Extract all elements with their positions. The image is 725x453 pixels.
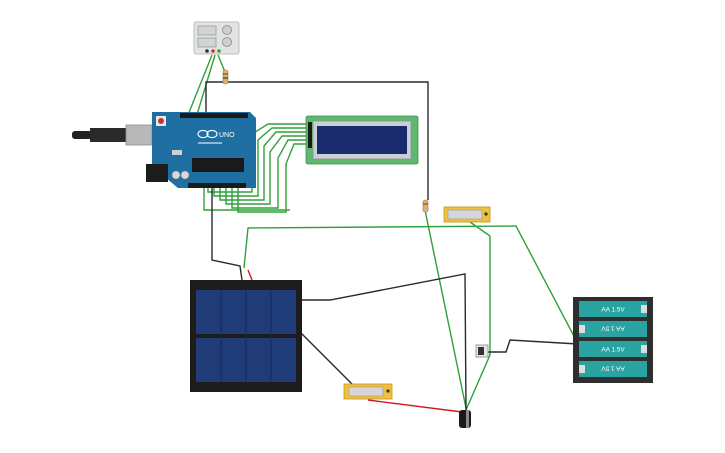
wire-top-loop[interactable] [243, 225, 577, 341]
battery-cell: AA 1.5V [579, 301, 647, 317]
wire-lcd-bus-6[interactable] [237, 143, 308, 213]
capacitor-1 [171, 170, 181, 180]
analog-header[interactable] [188, 183, 246, 188]
battery-pack[interactable]: AA 1.5V AA 1.5V AA 1.5V AA 1.5V [573, 297, 653, 383]
wire-ground-arduino-to-panel[interactable] [211, 188, 243, 281]
wire-resistor-to-capacitor[interactable] [424, 209, 467, 409]
wire-ground-top[interactable] [205, 81, 429, 200]
digital-header[interactable] [180, 113, 248, 118]
wire-power-panel[interactable] [247, 269, 253, 281]
wire-arduino-left-bus[interactable] [203, 188, 290, 211]
multimeter-knob-bottom[interactable] [222, 37, 232, 47]
wire-lcd-bus-3[interactable] [219, 131, 308, 201]
wires [187, 54, 579, 413]
battery-cell-label: AA 1.5V [601, 347, 625, 354]
arduino-logo [197, 129, 218, 139]
wire-ground-battery[interactable] [484, 339, 579, 353]
multimeter-terminal-2[interactable] [211, 49, 215, 53]
solar-panel[interactable] [190, 280, 302, 392]
wire-ground-panel-to-right[interactable] [300, 273, 467, 411]
wire-battery-to-switch[interactable] [469, 221, 491, 355]
wire-lcd-bus-4[interactable] [225, 135, 308, 205]
wire-ground-panel-to-module[interactable] [299, 331, 353, 385]
crystal [172, 150, 182, 155]
arduino-uno[interactable]: UNO [72, 112, 256, 188]
microcontroller-chip [192, 158, 244, 172]
resistor-middle[interactable] [422, 199, 429, 213]
lcd-screen [317, 126, 407, 154]
multimeter-knob-top[interactable] [222, 25, 232, 35]
battery-cell-label: AA 1.5V [601, 365, 625, 372]
multimeter-terminal-3[interactable] [217, 49, 221, 53]
multimeter-terminal-1[interactable] [205, 49, 209, 53]
multimeter[interactable] [193, 21, 240, 55]
sensor-module-bottom[interactable] [343, 383, 393, 400]
wire-lcd-bus-2[interactable] [213, 127, 308, 197]
wire-meter-to-resistor[interactable] [217, 54, 226, 73]
battery-cell-label: AA 1.5V [601, 307, 625, 314]
usb-cable [72, 124, 153, 146]
wire-meter-to-arduino-a[interactable] [187, 54, 213, 116]
battery-cell: AA 1.5V [579, 341, 647, 357]
multimeter-display-top [197, 25, 217, 36]
battery-cell: AA 1.5V [579, 321, 647, 337]
multimeter-display-bottom [197, 37, 217, 48]
lcd-display[interactable] [305, 115, 419, 165]
battery-cell: AA 1.5V [579, 361, 647, 377]
sensor-module-right[interactable] [443, 206, 491, 223]
resistor-top[interactable] [222, 69, 229, 85]
capacitor[interactable] [459, 410, 471, 428]
board-label: UNO [219, 132, 235, 139]
power-jack[interactable] [146, 164, 168, 182]
lcd-header [308, 122, 312, 148]
wire-switch-to-capacitor[interactable] [465, 354, 491, 411]
slide-switch[interactable] [475, 344, 489, 358]
wire-lcd-bus-5[interactable] [231, 139, 308, 209]
wire-power-module-to-capacitor[interactable] [367, 399, 463, 413]
battery-cell-label: AA 1.5V [601, 325, 625, 332]
capacitor-2 [180, 170, 190, 180]
